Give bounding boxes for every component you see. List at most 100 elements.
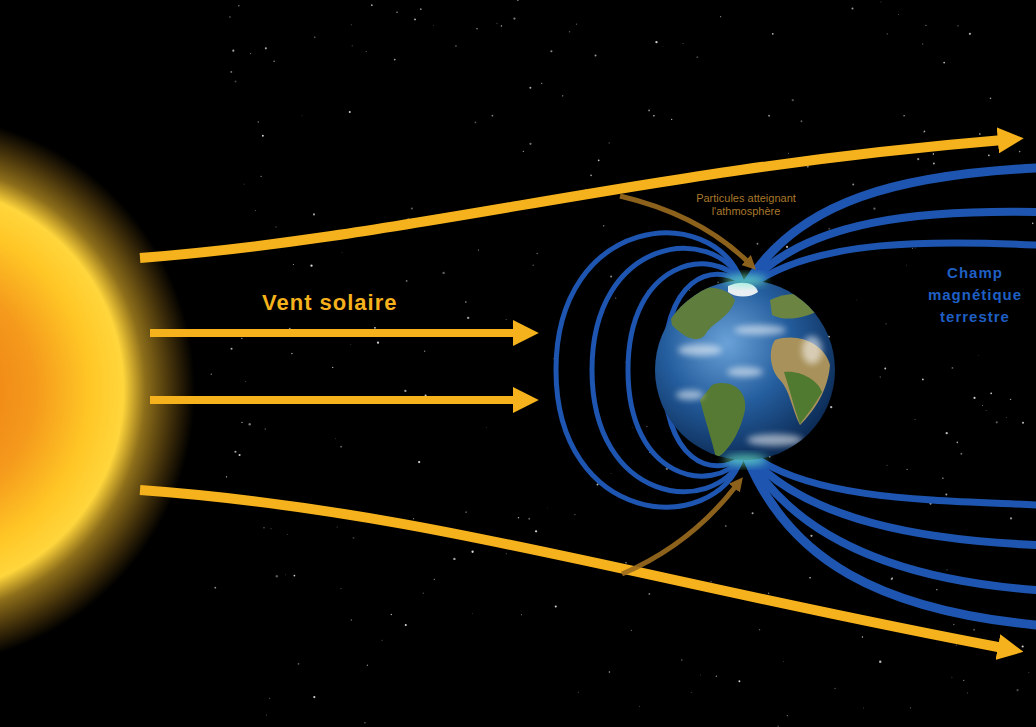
star — [413, 518, 414, 519]
star — [550, 50, 552, 52]
star — [879, 660, 881, 662]
star — [404, 390, 406, 392]
field-line — [748, 460, 1036, 625]
star — [648, 593, 650, 595]
star — [332, 367, 333, 368]
star — [879, 376, 881, 378]
star — [933, 153, 934, 154]
star — [810, 535, 812, 537]
star — [988, 154, 990, 156]
star — [313, 696, 315, 698]
star — [291, 353, 292, 354]
magnetic-field-lines — [748, 168, 1036, 625]
star — [230, 71, 232, 73]
star — [569, 31, 570, 32]
star — [391, 614, 392, 615]
star — [977, 355, 979, 357]
star — [353, 537, 355, 539]
star — [529, 143, 531, 145]
star — [472, 613, 474, 615]
star — [506, 553, 507, 554]
star — [873, 208, 875, 210]
star — [420, 8, 422, 10]
star — [862, 636, 863, 637]
star — [314, 36, 316, 38]
star — [521, 614, 522, 615]
star — [787, 715, 788, 716]
star — [275, 226, 276, 227]
particle-arrows — [620, 196, 748, 574]
star — [943, 62, 945, 64]
star — [942, 478, 943, 479]
star — [925, 25, 926, 26]
star — [340, 588, 341, 589]
star-field — [211, 0, 1034, 727]
solar-wind-arrow — [140, 140, 1003, 258]
star — [349, 111, 351, 113]
star — [1022, 422, 1024, 424]
star — [351, 24, 352, 25]
star — [301, 115, 303, 117]
star — [915, 247, 916, 248]
star — [529, 87, 531, 89]
solar-wind-arrows — [140, 140, 1003, 648]
star — [264, 428, 266, 430]
star — [486, 427, 488, 429]
earth-surface — [668, 283, 830, 458]
star — [214, 587, 216, 589]
star — [595, 55, 597, 57]
star — [923, 131, 925, 133]
star — [532, 265, 534, 267]
star — [787, 152, 789, 154]
star — [262, 135, 264, 137]
particles-label: Particules atteignant l'athmosphère — [690, 192, 802, 218]
star — [631, 427, 633, 429]
star — [578, 692, 579, 693]
star — [424, 351, 425, 352]
star — [905, 264, 907, 266]
star — [982, 404, 984, 406]
star — [310, 265, 312, 267]
star — [576, 24, 577, 25]
star — [830, 406, 832, 408]
star — [336, 526, 338, 528]
sun — [0, 115, 195, 665]
solar-wind-arrow — [140, 490, 1003, 648]
star — [969, 33, 971, 35]
star — [603, 225, 605, 227]
cloud — [678, 344, 722, 356]
star — [852, 183, 854, 185]
star — [241, 338, 242, 339]
star — [716, 675, 718, 677]
star — [248, 423, 250, 425]
star — [350, 343, 352, 345]
star — [471, 551, 473, 553]
star — [231, 348, 233, 350]
star — [956, 645, 957, 646]
star — [381, 639, 383, 641]
continent — [700, 383, 745, 458]
star — [517, 0, 519, 1]
star — [884, 367, 886, 369]
star — [946, 569, 947, 570]
star — [757, 243, 759, 245]
star — [574, 514, 575, 515]
star — [232, 50, 234, 52]
star — [255, 210, 256, 211]
star — [257, 121, 258, 122]
star — [1016, 689, 1018, 691]
star — [957, 442, 959, 444]
star — [285, 574, 287, 576]
star — [423, 593, 424, 594]
star — [957, 25, 958, 26]
star — [293, 264, 294, 265]
star — [915, 419, 916, 420]
star — [467, 317, 469, 319]
aurora-glow — [723, 275, 767, 285]
earth — [655, 275, 835, 465]
star — [394, 59, 396, 61]
star — [924, 130, 926, 132]
star — [366, 51, 367, 52]
star — [922, 379, 924, 381]
star — [234, 451, 236, 453]
